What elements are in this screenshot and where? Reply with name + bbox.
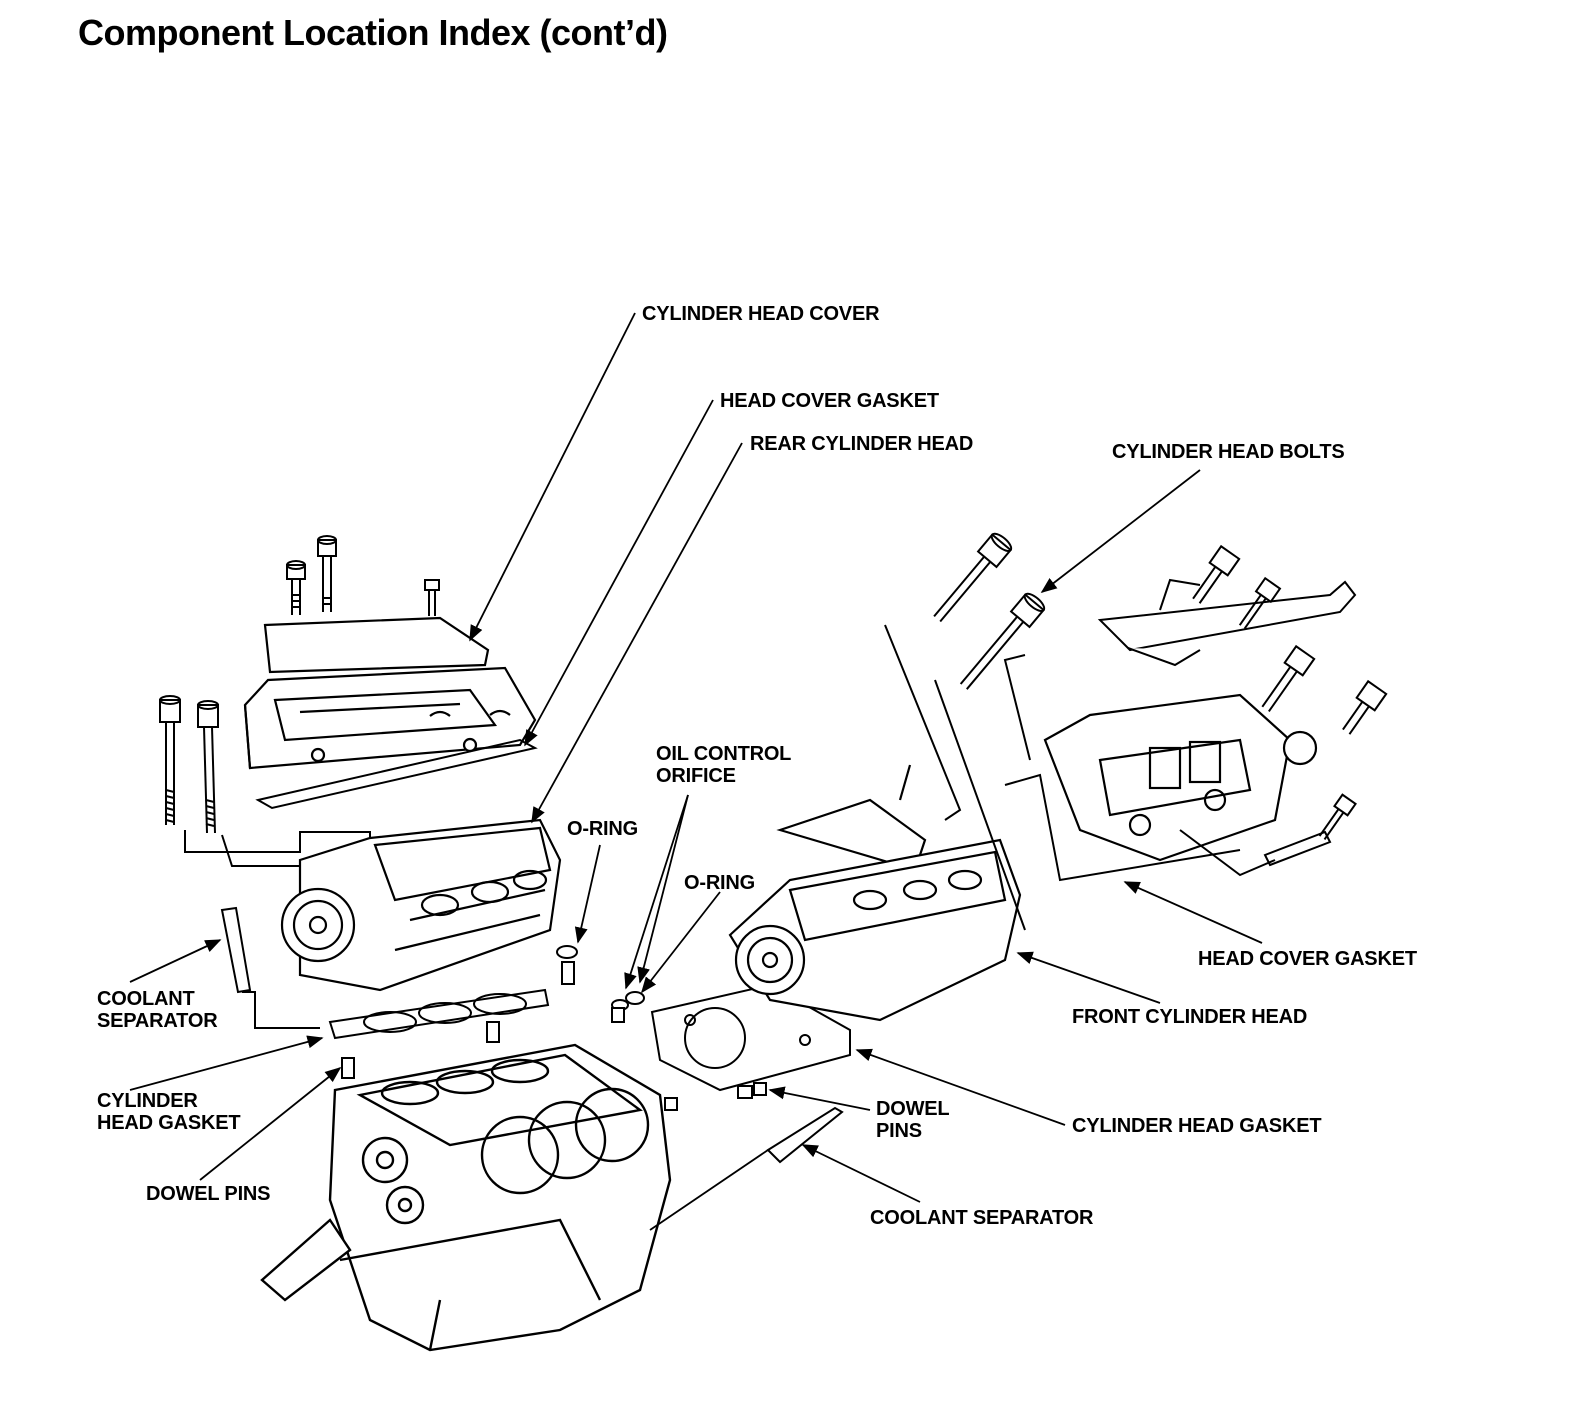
coolant-separator-right xyxy=(766,1106,844,1164)
callout-oil-control-orifice-line2: ORIFICE xyxy=(656,765,736,787)
callout-head-cover-gasket-rear: HEAD COVER GASKET xyxy=(720,390,939,412)
o-ring-left-part xyxy=(556,945,578,985)
leader-cylinder-head-gasket-right xyxy=(855,1048,1066,1126)
leader-head-cover-gasket-rear xyxy=(524,399,714,747)
leader-cylinder-head-bolts xyxy=(1040,469,1201,593)
callout-dowel-pins-right: DOWEL PINS xyxy=(876,1098,950,1142)
oil-control-orifice xyxy=(611,991,645,1023)
rear-cylinder-head xyxy=(280,818,562,992)
front-head-cover-gasket xyxy=(1003,654,1241,882)
callout-head-cover-gasket-front: HEAD COVER GASKET xyxy=(1198,948,1417,970)
rear-head-bolts xyxy=(159,695,371,867)
front-cover-bracket xyxy=(1097,580,1357,667)
rear-head-cover-bolts xyxy=(286,535,440,616)
leader-rear-cylinder-head xyxy=(531,442,743,824)
leader-dowel-pins-left xyxy=(199,1066,342,1181)
coolant-separator-left xyxy=(220,906,320,1029)
engine-block xyxy=(260,1043,672,1352)
dowel-pins-left xyxy=(341,1021,500,1079)
callout-cylinder-head-bolts: CYLINDER HEAD BOLTS xyxy=(1112,441,1345,463)
page-title: Component Location Index (cont’d) xyxy=(78,12,668,53)
callout-coolant-separator-left-line2: SEPARATOR xyxy=(97,1010,218,1032)
front-cover-bolts xyxy=(1159,544,1388,877)
leader-o-ring-right xyxy=(641,891,721,994)
callout-coolant-separator-left: COOLANT SEPARATOR xyxy=(97,988,218,1032)
leader-o-ring-left xyxy=(574,844,601,944)
callout-cylinder-head-cover: CYLINDER HEAD COVER xyxy=(642,303,880,325)
front-cylinder-head xyxy=(728,764,1022,1022)
callout-dowel-pins-right-line2: PINS xyxy=(876,1120,922,1142)
front-cylinder-head-cover xyxy=(1043,693,1318,862)
front-head-bolts xyxy=(884,532,1046,931)
dowel-pins-right-part xyxy=(664,1082,767,1111)
leader-front-cylinder-head xyxy=(1016,951,1161,1004)
callout-dowel-pins-right-line1: DOWEL xyxy=(876,1098,950,1120)
callout-rear-cylinder-head: REAR CYLINDER HEAD xyxy=(750,433,974,455)
leader-coolant-separator-left xyxy=(129,939,222,983)
leader-cylinder-head-cover xyxy=(469,312,636,642)
rear-head-cover-gasket xyxy=(255,738,538,810)
callout-oil-control-orifice: OIL CONTROL ORIFICE xyxy=(656,743,791,787)
coolant-separator-right-line xyxy=(649,1149,769,1231)
leader-oil-control-orifice-b xyxy=(637,794,689,984)
callout-o-ring-right: O-RING xyxy=(684,872,756,894)
leader-lines xyxy=(129,312,1263,1203)
callout-coolant-separator-left-line1: COOLANT xyxy=(97,988,195,1010)
leader-coolant-separator-right xyxy=(801,1144,921,1203)
rear-cylinder-head-gasket xyxy=(328,988,550,1040)
leader-head-cover-gasket-front xyxy=(1123,881,1263,944)
callout-oil-control-orifice-line1: OIL CONTROL xyxy=(656,743,792,765)
callout-front-cylinder-head: FRONT CYLINDER HEAD xyxy=(1072,1006,1308,1028)
callout-cylinder-head-gasket-left-line2: HEAD GASKET xyxy=(97,1112,241,1134)
rear-cylinder-head-cover xyxy=(243,616,537,770)
leader-oil-control-orifice-a xyxy=(624,794,689,990)
leader-dowel-pins-right xyxy=(768,1086,871,1111)
callout-cylinder-head-gasket-right: CYLINDER HEAD GASKET xyxy=(1072,1115,1322,1137)
callout-cylinder-head-gasket-left-line1: CYLINDER xyxy=(97,1090,198,1112)
callout-coolant-separator-right: COOLANT SEPARATOR xyxy=(870,1207,1094,1229)
callout-o-ring-left: O-RING xyxy=(567,818,639,840)
callout-dowel-pins-left: DOWEL PINS xyxy=(146,1183,271,1205)
leader-cylinder-head-gasket-left xyxy=(129,1035,324,1091)
callout-cylinder-head-gasket-left: CYLINDER HEAD GASKET xyxy=(97,1090,241,1134)
